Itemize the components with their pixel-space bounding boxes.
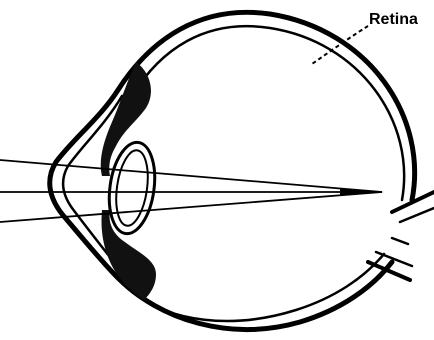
focal-point (340, 188, 384, 196)
optic-nerve-top-inner (400, 208, 434, 222)
optic-nerve-center-dash (392, 238, 408, 244)
retina-label: Retina (369, 11, 418, 28)
light-ray-top (0, 160, 382, 192)
lens-outer (104, 139, 160, 236)
optic-nerve-bottom-inner (376, 252, 412, 266)
